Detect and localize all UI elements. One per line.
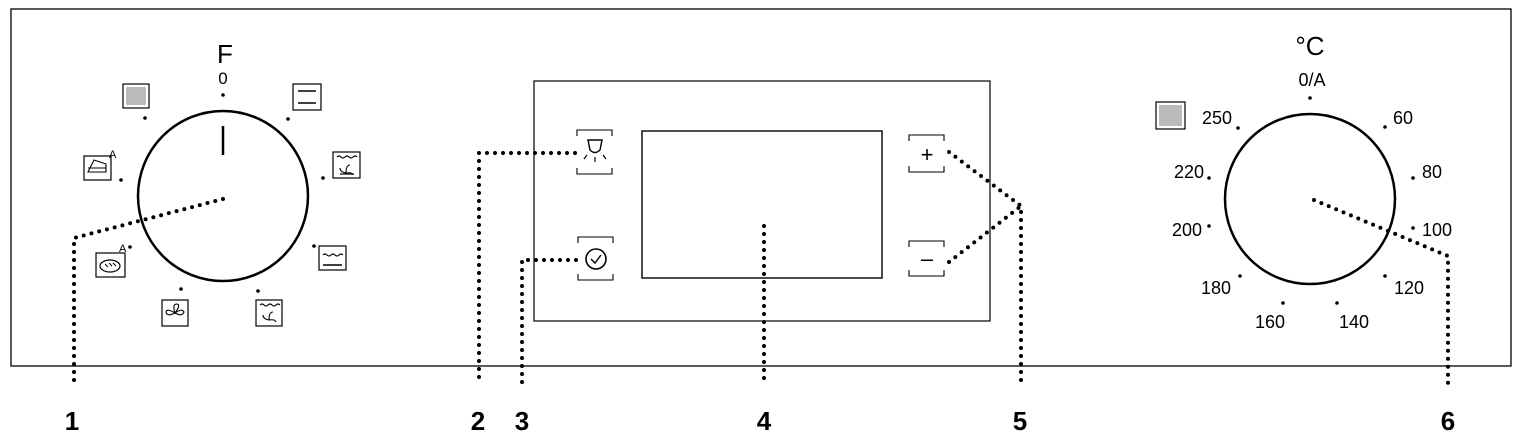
callout-1: 1 (65, 406, 79, 436)
leader-5 (947, 150, 1023, 387)
grill-icon (122, 83, 150, 109)
temperature-unit: °C (1295, 31, 1324, 61)
plus-label: + (921, 142, 934, 167)
bread-auto-icon: A (95, 243, 127, 278)
panel-frame (10, 8, 1512, 367)
temperature-knob[interactable] (1223, 112, 1397, 286)
fan-grill-icon (332, 151, 361, 179)
callout-2: 2 (471, 406, 485, 436)
function-knob-dial[interactable] (136, 109, 310, 283)
top-heat-icon (292, 83, 322, 111)
control-module-frame (533, 80, 991, 322)
temperature-knob-dial[interactable] (1223, 112, 1397, 286)
grill-icon (1155, 101, 1186, 130)
callout-6: 6 (1441, 406, 1455, 436)
function-knob-ticks (119, 93, 325, 293)
temp-scale-140: 140 (1339, 312, 1369, 332)
auto-badge: A (119, 243, 127, 255)
display-screen (641, 130, 883, 279)
minus-label: – (921, 246, 934, 271)
lamp-icon (583, 139, 607, 162)
leader-lines (72, 150, 1450, 387)
temp-scale-220: 220 (1174, 162, 1204, 182)
temp-scale-250: 250 (1202, 108, 1232, 128)
callout-4: 4 (757, 406, 772, 436)
clock-button[interactable] (577, 236, 614, 281)
function-knob[interactable] (136, 109, 310, 283)
function-symbol: F (217, 39, 233, 69)
temp-scale-200: 200 (1172, 220, 1202, 240)
temp-scale-60: 60 (1393, 108, 1413, 128)
leader-2 (477, 151, 577, 387)
minus-button[interactable]: – (908, 240, 945, 277)
temperature-knob-ticks (1207, 96, 1415, 305)
light-button[interactable] (576, 129, 613, 175)
temp-scale-100: 100 (1422, 220, 1452, 240)
leader-1 (72, 197, 225, 387)
temp-scale-180: 180 (1201, 278, 1231, 298)
clock-icon (585, 248, 607, 270)
cake-auto-icon: A (83, 149, 117, 181)
leader-3 (520, 258, 578, 387)
temp-scale-80: 80 (1422, 162, 1442, 182)
plus-button[interactable]: + (908, 134, 945, 173)
callout-5: 5 (1013, 406, 1027, 436)
temp-scale-160: 160 (1255, 312, 1285, 332)
fan-bottom-heat-icon (255, 299, 283, 327)
temp-scale-120: 120 (1394, 278, 1424, 298)
callout-3: 3 (515, 406, 529, 436)
function-off-label: 0 (218, 69, 227, 88)
bottom-heat-icon (318, 245, 347, 271)
temperature-off-label: 0/A (1298, 70, 1325, 90)
fan-icon (161, 299, 189, 327)
leader-6 (1312, 198, 1450, 387)
auto-badge: A (109, 149, 117, 161)
